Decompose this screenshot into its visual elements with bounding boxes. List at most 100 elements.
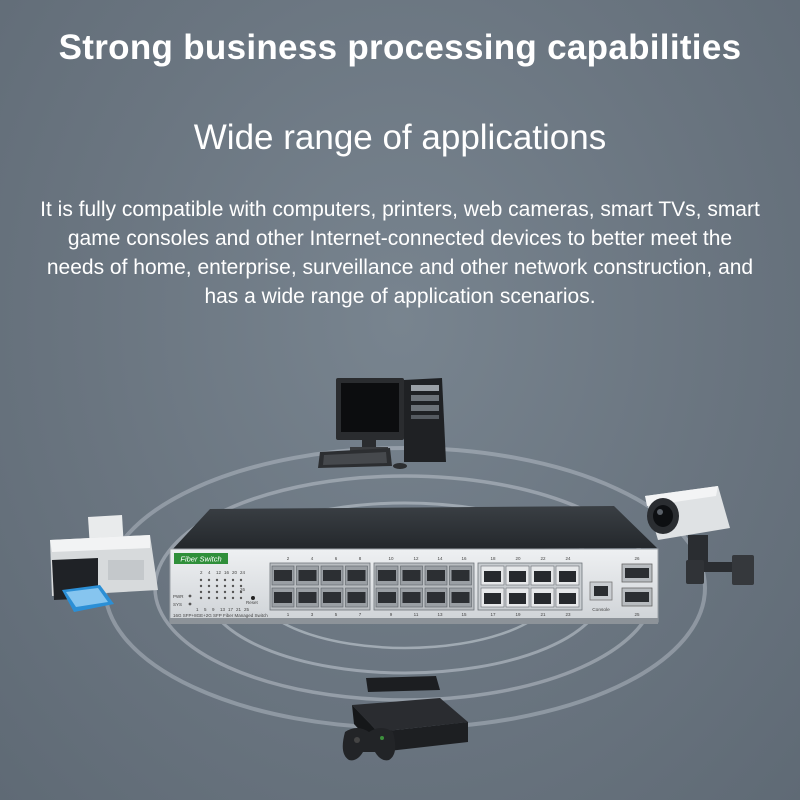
brand-label: Fiber Switch bbox=[180, 555, 221, 564]
rj45-port-opening bbox=[509, 571, 526, 582]
sfp-port-opening bbox=[378, 570, 396, 581]
status-led bbox=[215, 596, 219, 600]
status-led bbox=[231, 590, 235, 594]
status-led bbox=[207, 584, 211, 588]
sfp-port-opening bbox=[402, 592, 421, 603]
port-number-label: 5 bbox=[335, 612, 338, 617]
status-led bbox=[199, 596, 203, 600]
port-number-label: 19 bbox=[515, 612, 521, 617]
sfp-port-opening bbox=[402, 570, 421, 581]
status-led bbox=[215, 590, 219, 594]
port-number-label: 12 bbox=[413, 556, 419, 561]
status-led bbox=[207, 596, 211, 600]
port-number-label: 3 bbox=[311, 612, 314, 617]
svg-text:2: 2 bbox=[200, 570, 203, 575]
sfp-port-opening bbox=[323, 592, 341, 603]
description-text: It is fully compatible with computers, p… bbox=[40, 198, 760, 308]
sfp-port-opening bbox=[347, 592, 366, 603]
svg-text:24: 24 bbox=[240, 570, 246, 575]
port-number-label: 1 bbox=[287, 612, 290, 617]
port-number-label: 9 bbox=[390, 612, 393, 617]
rj45-port-opening bbox=[484, 571, 501, 582]
rj45-port-opening bbox=[484, 593, 501, 604]
port-number-label: 21 bbox=[540, 612, 546, 617]
status-led bbox=[199, 584, 203, 588]
status-led bbox=[231, 578, 235, 582]
brand-label-plate bbox=[174, 553, 228, 564]
sfp-port-opening bbox=[298, 570, 317, 581]
port-number-label: 4 bbox=[311, 556, 314, 561]
network-switch-icon: Fiber Switch 2 4 12 16 20 24 26 PWR SYS … bbox=[169, 506, 659, 624]
uplink-sfp-slots[interactable] bbox=[621, 563, 653, 607]
rj45-port-opening bbox=[559, 593, 576, 604]
status-led bbox=[199, 578, 203, 582]
svg-text:9: 9 bbox=[212, 607, 215, 612]
status-led bbox=[207, 590, 211, 594]
port-number-label: 10 bbox=[388, 556, 394, 561]
desktop-computer-icon bbox=[318, 378, 446, 469]
status-led bbox=[231, 584, 235, 588]
port-number-label: 11 bbox=[414, 612, 419, 617]
port-number-label: 25 bbox=[634, 612, 640, 617]
sfp-port-opening bbox=[298, 592, 317, 603]
svg-text:5: 5 bbox=[204, 607, 207, 612]
status-led bbox=[223, 578, 227, 582]
rj45-port-block bbox=[477, 562, 583, 611]
model-label: 16G SFP+8GE+2G SFP Fiber Managed Switch bbox=[173, 613, 268, 618]
status-led bbox=[239, 584, 243, 588]
pwr-led bbox=[188, 594, 192, 598]
port-number-label: 2 bbox=[287, 556, 290, 561]
rj45-port-opening bbox=[534, 593, 551, 604]
sfp-port-opening bbox=[274, 570, 292, 581]
port-number-label: 14 bbox=[437, 556, 443, 561]
rj45-port-opening bbox=[534, 571, 551, 582]
status-led bbox=[231, 596, 235, 600]
console-port[interactable] bbox=[589, 581, 613, 601]
application-scene: Fiber Switch 2 4 12 16 20 24 26 PWR SYS … bbox=[50, 378, 754, 761]
sfp-port-opening bbox=[451, 592, 470, 603]
svg-text:16: 16 bbox=[224, 570, 230, 575]
port-number-label: 6 bbox=[335, 556, 338, 561]
port-number-label: 7 bbox=[359, 612, 362, 617]
svg-text:21: 21 bbox=[236, 607, 242, 612]
svg-text:17: 17 bbox=[228, 607, 234, 612]
svg-text:25: 25 bbox=[244, 607, 250, 612]
console-label: Console bbox=[592, 607, 610, 613]
sfp-port-opening bbox=[451, 570, 470, 581]
status-led bbox=[239, 590, 243, 594]
page-subheading: Wide range of applications bbox=[193, 118, 607, 157]
sfp-port-opening bbox=[323, 570, 341, 581]
status-led bbox=[223, 590, 227, 594]
sfp-port-opening bbox=[427, 570, 445, 581]
status-led bbox=[239, 578, 243, 582]
port-number-label: 17 bbox=[490, 612, 496, 617]
port-number-label: 16 bbox=[461, 556, 467, 561]
sfp-port-opening bbox=[427, 592, 445, 603]
status-led bbox=[239, 596, 243, 600]
port-number-label: 18 bbox=[490, 556, 496, 561]
page-headline: Strong business processing capabilities bbox=[58, 28, 742, 67]
port-number-label: 24 bbox=[565, 556, 571, 561]
rj45-port-opening bbox=[559, 571, 576, 582]
sys-label: SYS bbox=[173, 602, 182, 607]
port-number-label: 15 bbox=[461, 612, 467, 617]
status-led bbox=[223, 584, 227, 588]
security-camera-icon bbox=[645, 486, 754, 585]
sfp-port-opening bbox=[347, 570, 366, 581]
port-number-label: 8 bbox=[359, 556, 362, 561]
status-led bbox=[215, 578, 219, 582]
svg-text:26: 26 bbox=[240, 587, 246, 592]
svg-text:4: 4 bbox=[208, 570, 211, 575]
port-number-label: 13 bbox=[437, 612, 443, 617]
game-console-icon bbox=[342, 676, 468, 761]
port-number-label: 22 bbox=[540, 556, 546, 561]
reset-button[interactable] bbox=[251, 596, 255, 600]
sfp-port-block bbox=[269, 562, 475, 611]
printer-icon bbox=[50, 515, 158, 612]
svg-text:20: 20 bbox=[232, 570, 238, 575]
reset-label: Reset bbox=[246, 600, 259, 605]
sfp-port-opening bbox=[378, 592, 396, 603]
port-number-label: 20 bbox=[515, 556, 521, 561]
svg-text:12: 12 bbox=[216, 570, 222, 575]
